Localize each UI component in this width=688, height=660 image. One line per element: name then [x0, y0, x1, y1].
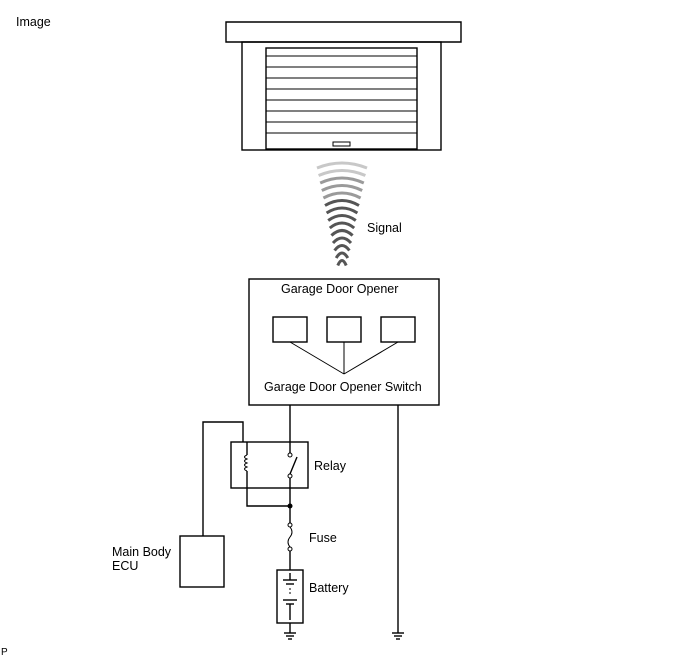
footer-mark: P	[1, 647, 8, 658]
relay-coil-icon	[244, 442, 249, 488]
switch-icon	[287, 442, 298, 488]
relay-label: Relay	[314, 459, 346, 473]
main-body-ecu-label-line1: Main Body	[112, 545, 172, 559]
ground-icon	[284, 623, 296, 640]
signal-wave-arc	[327, 214, 357, 222]
signal-wave-arc	[322, 191, 362, 200]
signal-wave-arc	[336, 259, 348, 267]
signal-wave-arc	[328, 221, 356, 230]
fuse-label: Fuse	[309, 531, 337, 545]
garage-door-opener-box	[248, 278, 440, 406]
battery-label: Battery	[309, 581, 349, 595]
signal-wave-arc	[318, 169, 366, 177]
signal-label: Signal	[367, 221, 402, 235]
relay-icon	[230, 441, 309, 489]
garage-door-opener-switch-label: Garage Door Opener Switch	[264, 380, 422, 394]
garage-icon	[225, 21, 462, 151]
signal-wave-arc	[333, 244, 351, 252]
opener-switch-button-1	[272, 316, 308, 343]
battery-icon	[276, 569, 304, 624]
signal-wave-icon	[316, 161, 368, 267]
signal-wave-arc	[330, 229, 354, 237]
main-body-ecu-box	[179, 535, 225, 588]
signal-wave-arc	[321, 184, 363, 192]
signal-wave-arc	[334, 251, 350, 259]
signal-wave-arc	[319, 176, 365, 185]
opener-switch-buttons	[272, 316, 416, 375]
signal-wave-arc	[316, 161, 368, 170]
fuse-icon	[287, 522, 293, 570]
signal-wave-arc	[331, 236, 353, 245]
garage-door-opener-label: Garage Door Opener	[281, 282, 399, 296]
main-body-ecu-label-line2: ECU	[112, 559, 139, 573]
page-title: Image	[16, 15, 51, 29]
signal-wave-arc	[325, 206, 359, 215]
signal-wave-arc	[324, 199, 360, 207]
opener-switch-button-3	[380, 316, 416, 343]
ground-icon	[392, 632, 404, 640]
opener-switch-button-2	[326, 316, 362, 343]
